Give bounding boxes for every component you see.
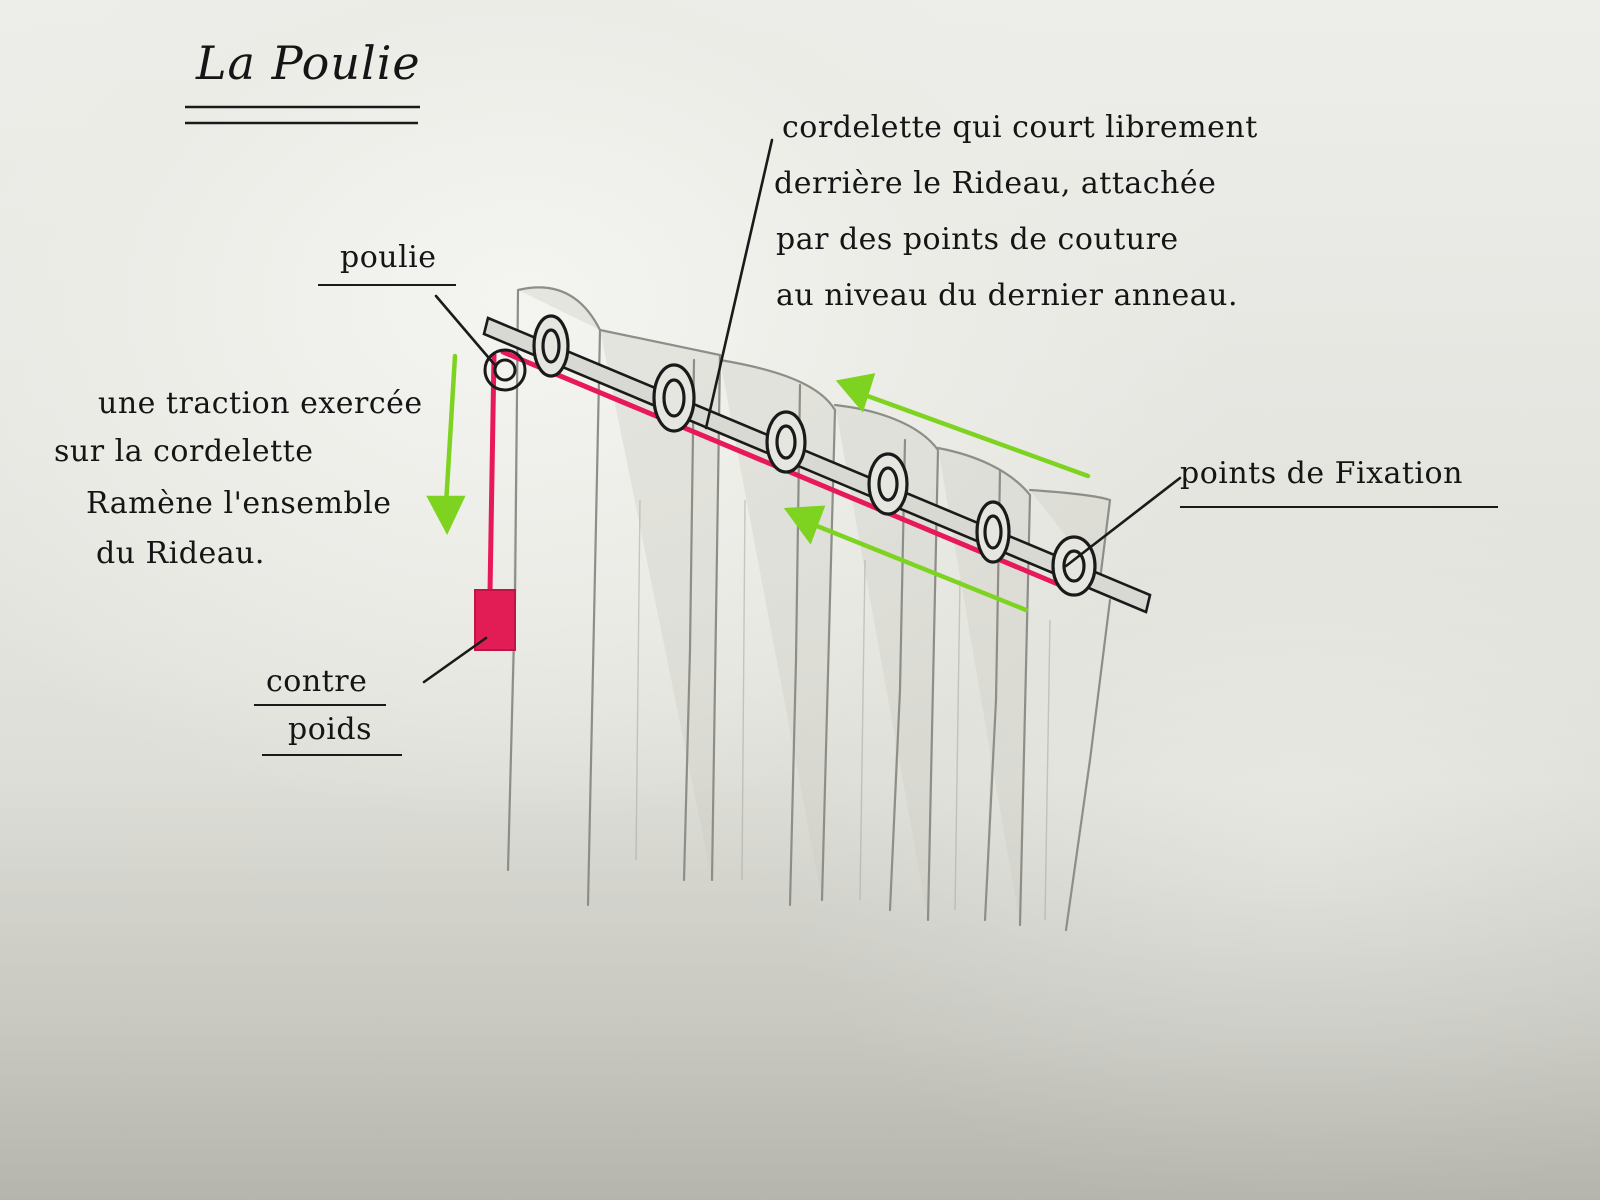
leader-poulie [434, 294, 496, 366]
ring-3 [765, 410, 807, 474]
pencil-shading [635, 499, 1051, 921]
label-points-fixation-underline [1180, 506, 1498, 508]
leader-cordelette [704, 138, 774, 430]
ring-4 [867, 452, 909, 516]
cordelette-line-4: au niveau du dernier anneau. [776, 278, 1239, 313]
arrow-down [426, 353, 466, 536]
label-poids-underline [262, 754, 402, 756]
page-title: La Poulie [196, 36, 421, 90]
cordelette-line-3: par des points de couture [776, 222, 1179, 257]
ring-2 [652, 363, 696, 433]
traction-line-3: Ramène l'ensemble [86, 486, 392, 521]
ring-1 [532, 314, 570, 378]
label-poids: poids [288, 712, 372, 747]
curtain-panel-4 [833, 403, 940, 922]
leader-fixation [1064, 476, 1182, 568]
title-underline [185, 105, 420, 125]
label-points-fixation: points de Fixation [1180, 456, 1463, 491]
leader-contre-poids [422, 636, 488, 684]
arrow-lower-left [783, 505, 1029, 613]
curtain-panels [506, 286, 1112, 932]
label-contre-underline [254, 704, 386, 706]
label-poulie: poulie [340, 240, 437, 275]
pulley-wheel [483, 348, 527, 392]
cordelette-line-2: derrière le Rideau, attachée [774, 166, 1217, 201]
ring-6 [1051, 535, 1097, 597]
curtain-panel-6 [1028, 488, 1112, 932]
cordelette-line-1: cordelette qui court librement [782, 110, 1258, 145]
traction-line-4: du Rideau. [96, 536, 265, 571]
traction-line-1: une traction exercée [98, 386, 423, 421]
label-poulie-underline [318, 284, 456, 286]
motion-arrows [426, 353, 1091, 613]
ring-5 [975, 500, 1011, 564]
label-contre: contre [266, 664, 368, 699]
leader-lines [422, 138, 1182, 684]
traction-line-2: sur la cordelette [54, 434, 314, 469]
curtain-panel-2 [598, 328, 722, 882]
arrow-upper-left [835, 373, 1091, 479]
curtain-rings [532, 314, 1097, 597]
